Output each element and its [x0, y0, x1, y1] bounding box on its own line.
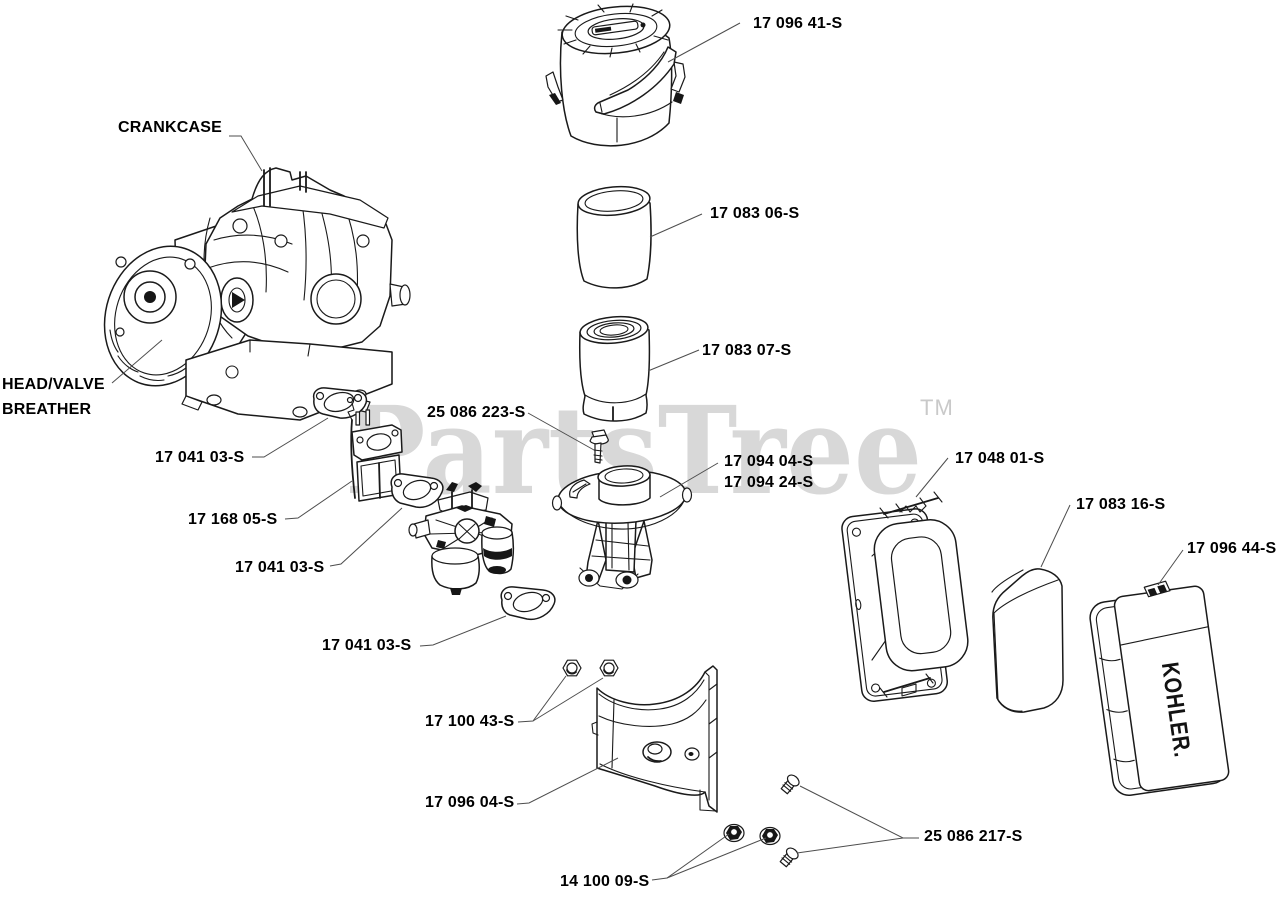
leader-lines: [111, 22, 1184, 881]
label-paper-element: 17 083 07-S: [702, 342, 792, 359]
nut-lower-2-drawing: [759, 826, 781, 846]
label-gasket-c: 17 041 03-S: [322, 637, 412, 654]
heat-shield-drawing: [591, 665, 718, 813]
engine-drawing: [103, 167, 411, 421]
label-gasket-a: 17 041 03-S: [155, 449, 245, 466]
label-screws-mounting: 25 086 217-S: [924, 828, 1023, 845]
label-bracket: 17 168 05-S: [188, 511, 278, 528]
foam-element-drawing: [991, 568, 1064, 713]
gasket-b-drawing: [390, 473, 444, 509]
watermark-tm: TM: [920, 395, 954, 420]
label-screw-air-cleaner: 25 086 223-S: [427, 404, 526, 421]
kohler-cover-drawing: KOHLER.: [1089, 580, 1230, 797]
label-cover: 17 096 41-S: [753, 15, 843, 32]
label-kohler-cover: 17 096 44-S: [1187, 540, 1277, 557]
screw-mounting-1-drawing: [780, 774, 800, 795]
air-cleaner-base-drawing: [551, 465, 693, 590]
label-head-valve-breather: HEAD/VALVE BREATHER: [2, 376, 105, 418]
label-nuts-lower: 14 100 09-S: [560, 873, 650, 890]
nut-upper-1-drawing: [562, 659, 582, 677]
label-foam-element: 17 083 16-S: [1076, 496, 1166, 513]
nut-lower-1-drawing: [723, 823, 745, 843]
bracket-drawing: [346, 396, 403, 502]
label-precleaner: 17 083 06-S: [710, 205, 800, 222]
paper-element-drawing: [579, 315, 651, 422]
label-air-cleaner-base: 17 094 04-S 17 094 24-S: [724, 453, 814, 491]
label-heat-shield: 17 096 04-S: [425, 794, 515, 811]
carburetor-drawing: [408, 482, 515, 595]
screw-air-cleaner-drawing: [589, 429, 609, 464]
label-nuts-upper: 17 100 43-S: [425, 713, 515, 730]
screw-mounting-2-drawing: [779, 847, 799, 868]
air-cleaner-cover-drawing: [545, 3, 686, 147]
label-crankcase: CRANKCASE: [118, 119, 223, 136]
label-backplate: 17 048 01-S: [955, 450, 1045, 467]
precleaner-element-drawing: [576, 185, 652, 289]
gasket-c-drawing: [500, 586, 556, 621]
nut-upper-2-drawing: [599, 659, 619, 677]
label-gasket-b: 17 041 03-S: [235, 559, 325, 576]
backplate-drawing: [841, 491, 969, 703]
